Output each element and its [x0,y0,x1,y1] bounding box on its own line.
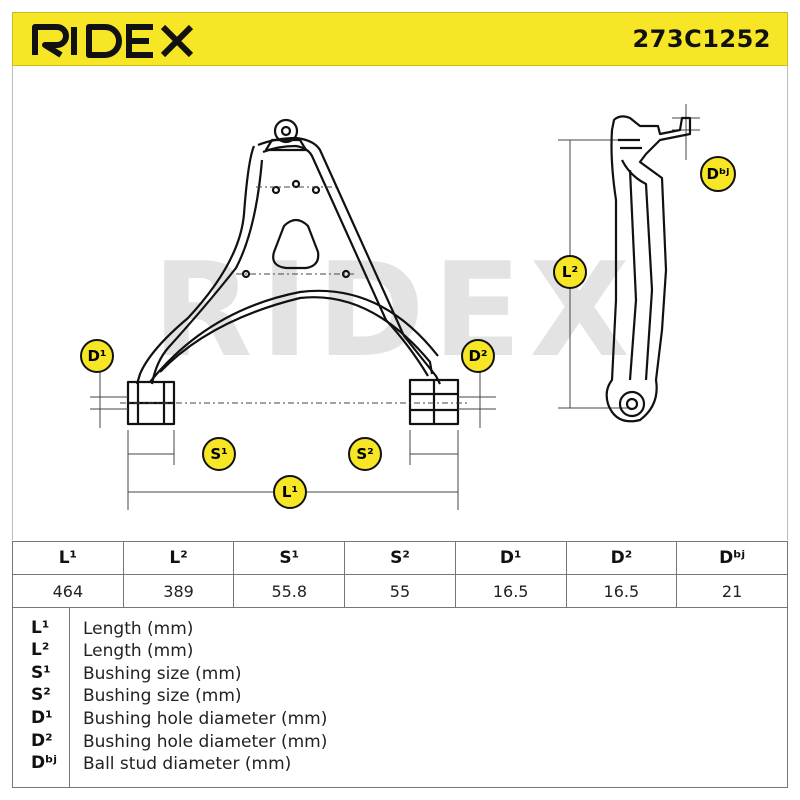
svg-text:D¹: D¹ [87,347,106,365]
legend-code: S¹ [31,663,51,683]
spec-header: D² [565,541,678,575]
spec-value: 16.5 [565,574,678,608]
svg-text:L¹: L¹ [282,483,298,501]
legend-description: Length (mm) [83,641,194,661]
svg-text:S²: S² [356,445,373,463]
legend-panel: L¹ Length (mm) L² Length (mm) S¹ Bushing… [12,608,788,788]
badge-l2: L² [553,255,587,289]
legend-item: S¹ Bushing size (mm) [13,663,773,685]
legend-description: Bushing size (mm) [83,686,242,706]
legend-description: Ball stud diameter (mm) [83,754,292,774]
header-bar: 273C1252 [12,12,788,66]
legend-description: Bushing hole diameter (mm) [83,732,328,752]
svg-text:L²: L² [562,263,578,281]
legend-code: L² [31,640,50,660]
brand-logo [31,15,211,65]
spec-header-row: L¹ L² S¹ S² D¹ D² Dᵇʲ [12,541,788,575]
badge-s2: S² [348,437,382,471]
spec-header: D¹ [454,541,567,575]
legend-code: L¹ [31,618,50,638]
spec-value: 55.8 [233,574,346,608]
spec-value-row: 464 389 55.8 55 16.5 16.5 21 [12,574,788,608]
legend-code: D¹ [31,708,53,728]
spec-value: 21 [676,574,788,608]
legend-description: Bushing hole diameter (mm) [83,709,328,729]
legend-divider [69,608,70,787]
spec-header: Dᵇʲ [676,541,788,575]
spec-header: S² [344,541,456,575]
spec-table: L¹ L² S¹ S² D¹ D² Dᵇʲ 464 389 55.8 55 16… [12,541,788,608]
legend-item: D² Bushing hole diameter (mm) [13,731,773,753]
legend-description: Bushing size (mm) [83,664,242,684]
legend-code: S² [31,685,51,705]
legend-item: Dᵇʲ Ball stud diameter (mm) [13,753,773,775]
spec-header: S¹ [233,541,346,575]
legend-item: S² Bushing size (mm) [13,685,773,707]
svg-text:S¹: S¹ [210,445,227,463]
legend-item: L¹ Length (mm) [13,618,773,640]
ridex-logo-icon [32,24,194,58]
badge-l1: L¹ [273,475,307,509]
legend-code: D² [31,731,53,751]
legend-code: Dᵇʲ [31,753,57,773]
watermark: RIDEX [152,234,637,386]
badge-dbj: Dᵇʲ [700,156,736,192]
spec-value: 389 [122,574,235,608]
drawing-frame [12,66,788,540]
legend-description: Length (mm) [83,619,194,639]
center-lines [120,186,470,404]
spec-value: 16.5 [454,574,567,608]
legend-item: L² Length (mm) [13,640,773,662]
spec-value: 55 [344,574,456,608]
badge-d2: D² [461,339,495,373]
svg-text:Dᵇʲ: Dᵇʲ [707,165,730,183]
control-arm-side-view [605,115,692,423]
technical-drawing: RIDEX [80,104,736,510]
badge-s1: S¹ [202,437,236,471]
spec-header: L² [122,541,235,575]
spec-value: 464 [12,574,124,608]
legend-item: D¹ Bushing hole diameter (mm) [13,708,773,730]
svg-text:D²: D² [468,347,487,365]
part-number: 273C1252 [632,25,771,53]
spec-header: L¹ [12,541,124,575]
badge-d1: D¹ [80,339,114,373]
